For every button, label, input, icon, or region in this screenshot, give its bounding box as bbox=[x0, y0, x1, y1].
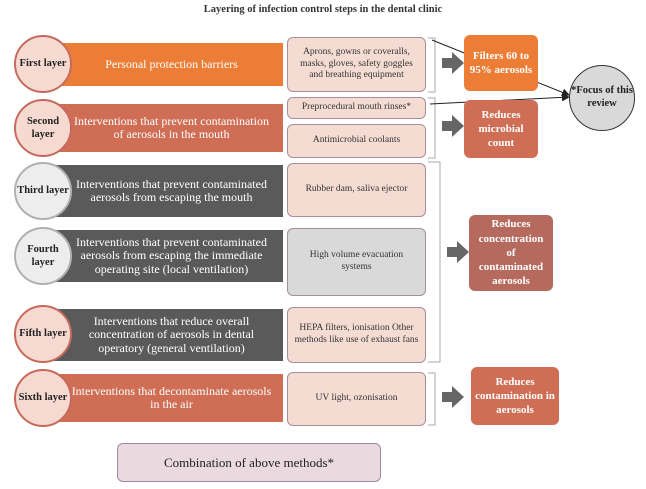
detail-box-second-rinses: Preprocedural mouth rinses* bbox=[287, 97, 426, 119]
detail-box-fourth: High volume evacuation systems bbox=[287, 228, 426, 296]
combination-box: Combination of above methods* bbox=[117, 443, 381, 482]
layer-circle-first: First layer bbox=[14, 35, 72, 93]
detail-box-sixth: UV light, ozonisation bbox=[287, 372, 426, 426]
detail-box-first: Aprons, gowns or coveralls, masks, glove… bbox=[287, 37, 426, 92]
layer-bar-third: Interventions that prevent contaminated … bbox=[52, 165, 283, 217]
outcome-filters: Filters 60 to 95% aerosols bbox=[464, 35, 538, 91]
detail-box-fifth: HEPA filters, ionisation Other methods l… bbox=[287, 307, 426, 363]
layer-circle-sixth: Sixth layer bbox=[14, 369, 72, 427]
layer-circle-third: Third layer bbox=[14, 162, 72, 220]
arrow-first bbox=[442, 52, 464, 74]
layer-bar-fifth: Interventions that reduce overall concen… bbox=[52, 309, 283, 361]
bracket-first bbox=[428, 37, 436, 93]
detail-box-third: Rubber dam, saliva ejector bbox=[287, 163, 426, 217]
arrow-sixth bbox=[442, 386, 464, 408]
bracket-third-to-fifth bbox=[428, 161, 441, 363]
layer-bar-second: Interventions that prevent contamination… bbox=[52, 104, 283, 152]
arrow-second bbox=[442, 115, 464, 137]
bracket-second bbox=[428, 97, 436, 159]
focus-note-circle: *Focus of this review bbox=[569, 65, 635, 131]
layer-circle-fifth: Fifth layer bbox=[14, 305, 72, 363]
layer-circle-fourth: Fourth layer bbox=[14, 227, 72, 285]
arrow-third-fifth bbox=[447, 241, 469, 263]
detail-box-second-coolants: Antimicrobial coolants bbox=[287, 124, 426, 158]
layer-circle-second: Second layer bbox=[14, 99, 72, 157]
diagram-title: Layering of infection control steps in t… bbox=[203, 4, 443, 15]
outcome-contamination: Reduces contamination in aerosols bbox=[471, 367, 559, 425]
outcome-concentration: Reduces concentration of contaminated ae… bbox=[469, 215, 553, 291]
layer-bar-sixth: Interventions that decontaminate aerosol… bbox=[52, 374, 283, 422]
layer-bar-first: Personal protection barriers bbox=[52, 43, 283, 86]
layer-bar-fourth: Interventions that prevent contaminated … bbox=[52, 230, 283, 282]
outcome-microbial-count: Reduces microbial count bbox=[464, 100, 538, 158]
bracket-sixth bbox=[428, 372, 436, 426]
